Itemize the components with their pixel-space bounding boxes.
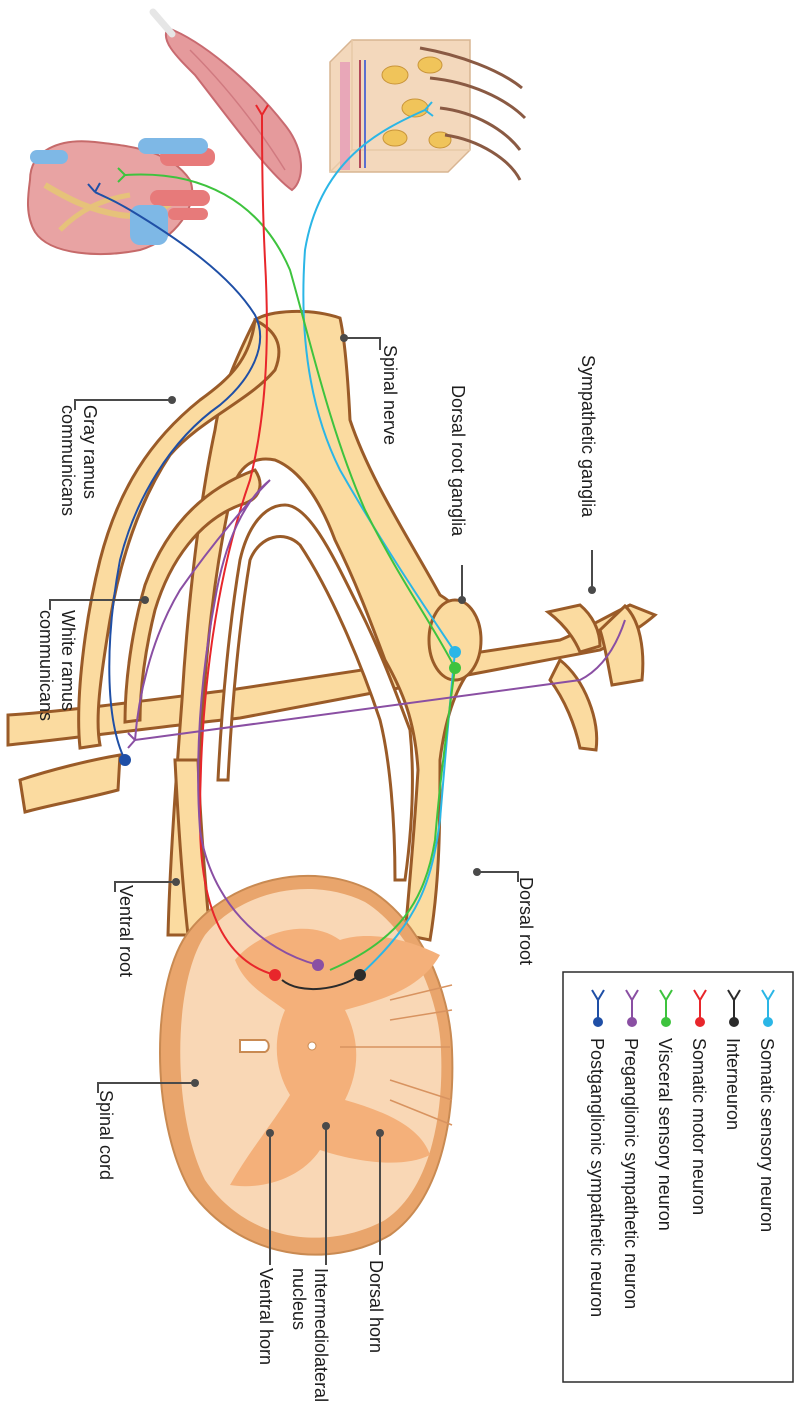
- svg-text:Sympathetic ganglia: Sympathetic ganglia: [578, 355, 598, 518]
- svg-text:Dorsal horn: Dorsal horn: [366, 1260, 386, 1353]
- svg-text:Intermediolateral: Intermediolateral: [311, 1268, 331, 1402]
- svg-text:communicans: communicans: [58, 405, 78, 516]
- svg-text:Dorsal root: Dorsal root: [516, 877, 536, 965]
- svg-text:Dorsal root ganglia: Dorsal root ganglia: [448, 385, 468, 537]
- svg-text:White ramus: White ramus: [58, 610, 78, 711]
- label-sympathetic-ganglia: Sympathetic ganglia: [578, 355, 598, 594]
- legend: Somatic sensory neuron Interneuron Somatic…: [563, 972, 793, 1382]
- neuron-soma-icon: [763, 1017, 773, 1027]
- spinal-cord-section: [160, 876, 452, 1255]
- legend-label: Somatic sensory neuron: [757, 1038, 777, 1232]
- legend-label: Preganglionic sympathetic neuron: [621, 1038, 641, 1309]
- nerve-structure: [8, 311, 655, 940]
- svg-text:communicans: communicans: [36, 610, 56, 721]
- neuron-soma-icon: [695, 1017, 705, 1027]
- svg-text:Ventral horn: Ventral horn: [256, 1268, 276, 1365]
- neuron-soma-icon: [593, 1017, 603, 1027]
- neuron-soma-icon: [729, 1017, 739, 1027]
- label-dorsal-root-ganglia: Dorsal root ganglia: [448, 385, 468, 604]
- legend-label: Visceral sensory neuron: [655, 1038, 675, 1231]
- svg-text:Spinal nerve: Spinal nerve: [380, 345, 400, 445]
- legend-label: Interneuron: [723, 1038, 743, 1130]
- legend-label: Somatic motor neuron: [689, 1038, 709, 1215]
- skin-icon: [330, 40, 525, 180]
- label-dorsal-root: Dorsal root: [473, 868, 536, 965]
- heart-icon: [28, 138, 215, 254]
- svg-text:Ventral root: Ventral root: [116, 885, 136, 977]
- legend-item: Postganglionic sympathetic neuron: [587, 990, 607, 1317]
- svg-text:nucleus: nucleus: [289, 1268, 309, 1330]
- neuron-soma-icon: [627, 1017, 637, 1027]
- legend-item: Preganglionic sympathetic neuron: [621, 990, 641, 1309]
- legend-label: Postganglionic sympathetic neuron: [587, 1038, 607, 1317]
- neuron-soma-icon: [661, 1017, 671, 1027]
- svg-text:Gray ramus: Gray ramus: [80, 405, 100, 499]
- svg-text:Spinal cord: Spinal cord: [96, 1090, 116, 1180]
